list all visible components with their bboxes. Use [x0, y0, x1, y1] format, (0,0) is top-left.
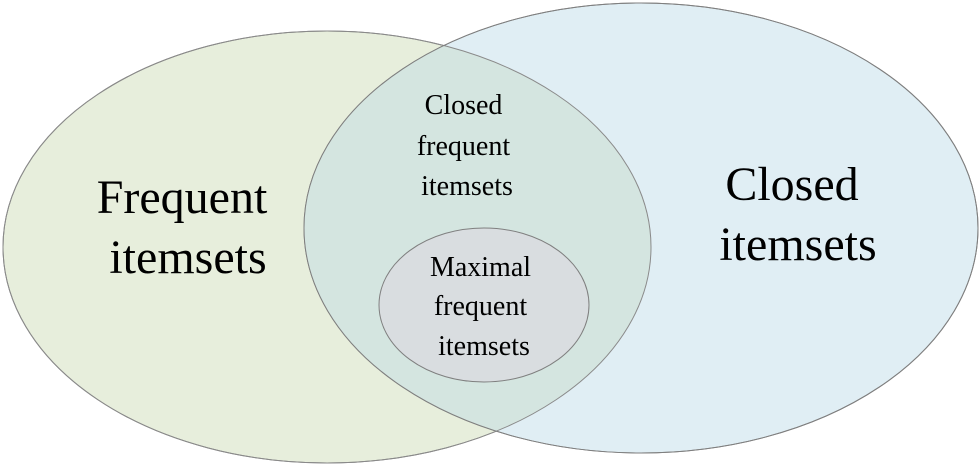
frequent-itemsets-outline [2, 30, 652, 464]
frequent-itemsets-label: Frequent itemsets [97, 171, 280, 284]
label-line: Frequent [97, 171, 268, 224]
closed-frequent-itemsets-label: Closed frequent itemsets [417, 90, 517, 202]
closed-itemsets-outline [303, 2, 979, 454]
label-line: itemsets [719, 218, 876, 271]
label-line: frequent [417, 131, 511, 162]
label-line: Closed [725, 158, 858, 211]
label-line: frequent [434, 291, 528, 322]
label-line: itemsets [438, 331, 530, 362]
maximal-frequent-itemsets-label: Maximal frequent itemsets [430, 252, 538, 362]
maximal-frequent-itemsets-ellipse [378, 227, 590, 383]
label-line: Closed [425, 90, 503, 121]
label-line: itemsets [109, 231, 266, 284]
label-line: itemsets [421, 171, 513, 202]
closed-itemsets-label: Closed itemsets [719, 158, 876, 271]
label-line: Maximal [430, 252, 531, 283]
